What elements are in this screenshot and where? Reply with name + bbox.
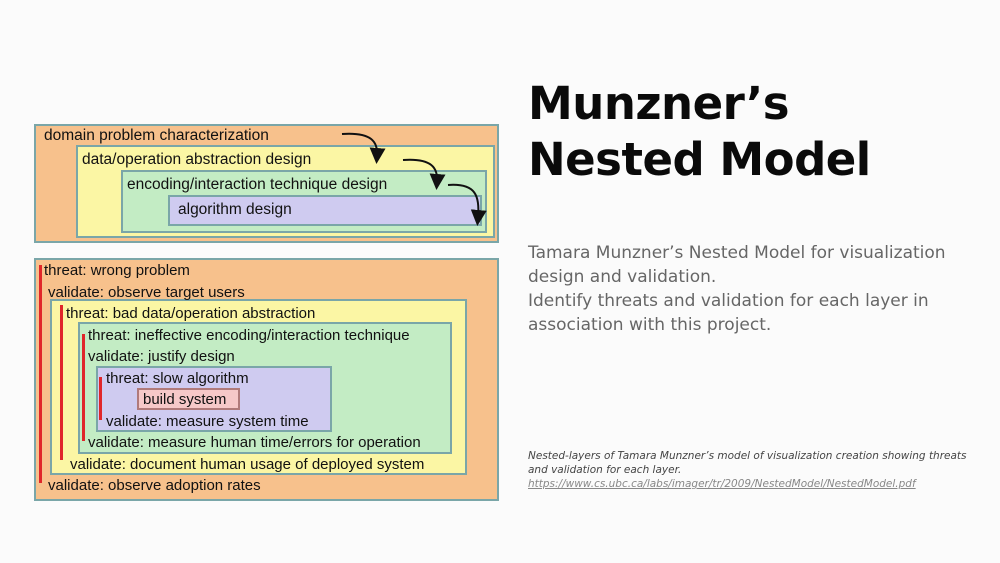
caption-text: Nested-layers of Tamara Munzner’s model … bbox=[528, 450, 967, 476]
red-bar-algorithm bbox=[99, 377, 102, 420]
threat-wrong-problem: threat: wrong problem bbox=[44, 262, 190, 279]
arrow-domain-to-abstraction bbox=[341, 132, 386, 164]
build-system-label: build system bbox=[143, 391, 227, 408]
layer-encoding-label: encoding/interaction technique design bbox=[127, 176, 388, 193]
threat-slow-algorithm: threat: slow algorithm bbox=[106, 370, 249, 387]
source-link[interactable]: https://www.cs.ubc.ca/labs/imager/tr/200… bbox=[528, 478, 916, 490]
threat-layer-algorithm-box bbox=[96, 366, 332, 432]
slide-title: Munzner’s Nested Model bbox=[528, 77, 871, 186]
layer-abstraction-label: data/operation abstraction design bbox=[82, 151, 312, 168]
description-line-1: Tamara Munzner’s Nested Model for visual… bbox=[528, 243, 946, 287]
red-bar-abstraction bbox=[60, 305, 63, 460]
validate-document-usage: validate: document human usage of deploy… bbox=[70, 456, 425, 473]
red-bar-domain bbox=[39, 265, 42, 483]
description-line-2: Identify threats and validation for each… bbox=[528, 291, 929, 335]
red-bar-encoding bbox=[82, 334, 85, 441]
layer-algorithm-box bbox=[168, 195, 482, 226]
layer-domain-label: domain problem characterization bbox=[44, 127, 269, 144]
figure-caption: Nested-layers of Tamara Munzner’s model … bbox=[528, 449, 968, 491]
validate-human-time: validate: measure human time/errors for … bbox=[88, 434, 421, 451]
threat-ineffective-encoding: threat: ineffective encoding/interaction… bbox=[88, 327, 410, 344]
validate-justify-design: validate: justify design bbox=[88, 348, 235, 365]
build-system-box bbox=[137, 388, 240, 410]
slide-description: Tamara Munzner’s Nested Model for visual… bbox=[528, 241, 968, 337]
validate-system-time: validate: measure system time bbox=[106, 413, 309, 430]
arrow-abstraction-to-encoding bbox=[402, 158, 446, 190]
arrow-encoding-to-algorithm bbox=[447, 183, 487, 226]
validate-observe-users: validate: observe target users bbox=[48, 284, 245, 301]
threat-bad-abstraction: threat: bad data/operation abstraction bbox=[66, 305, 316, 322]
validate-adoption-rates: validate: observe adoption rates bbox=[48, 477, 261, 494]
layer-algorithm-label: algorithm design bbox=[178, 201, 292, 218]
